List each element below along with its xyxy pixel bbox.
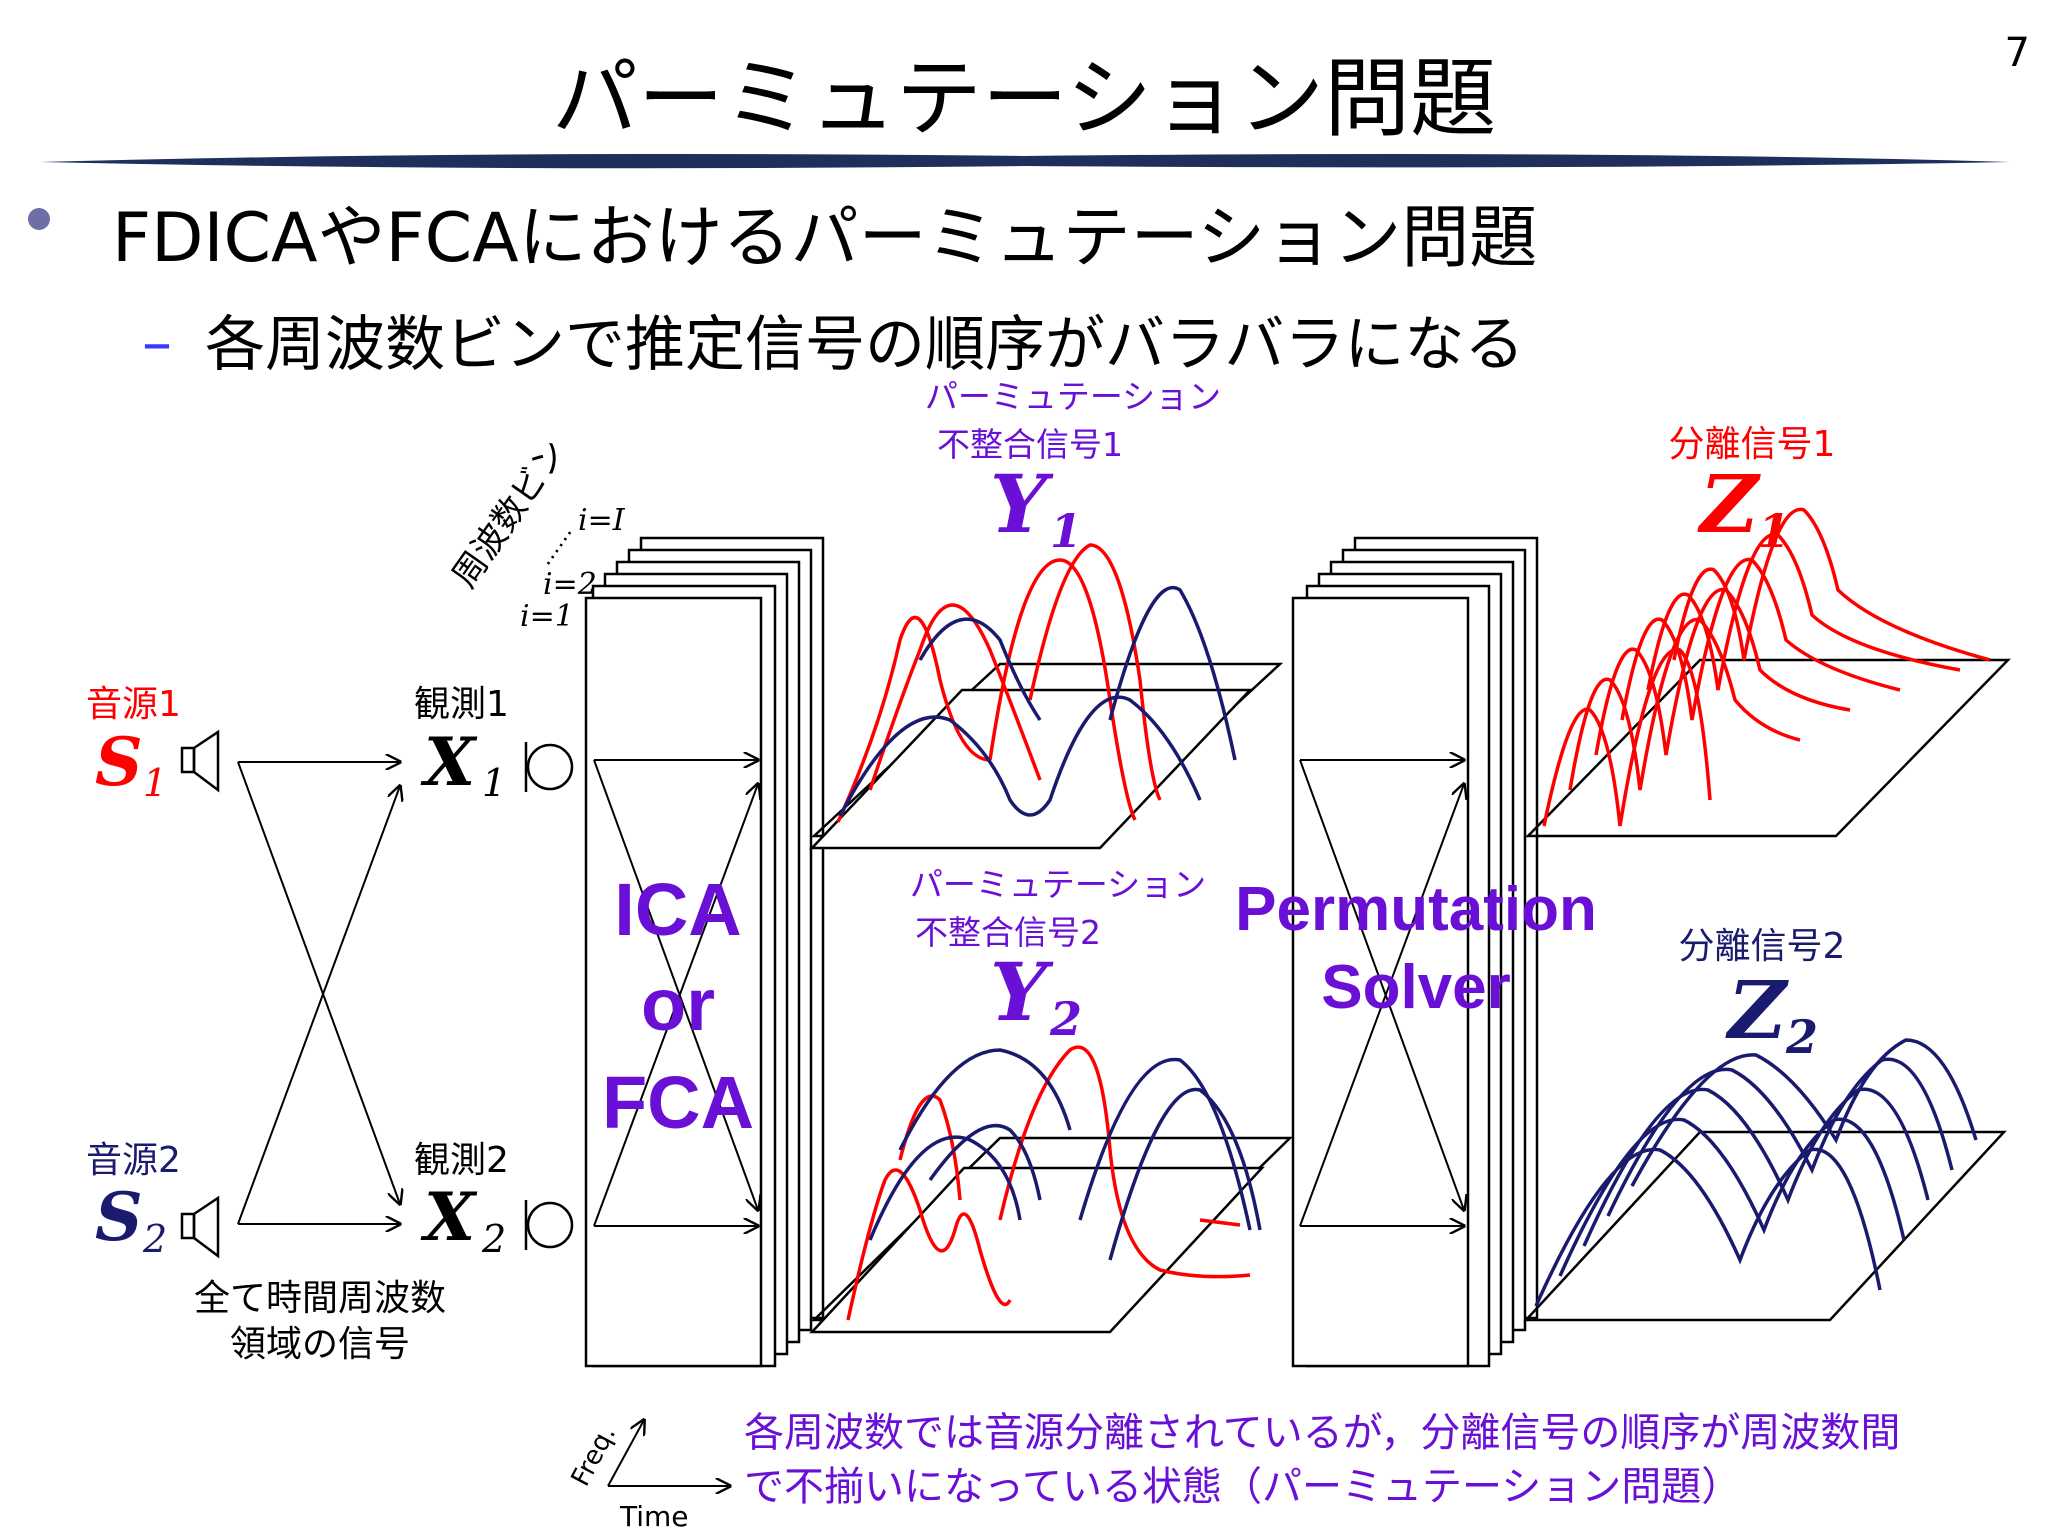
note-line2: で不揃いになっている状態（パーミュテーション問題） bbox=[744, 1464, 1741, 1510]
solver-frame-stack bbox=[1291, 536, 1539, 1368]
solver-arrows bbox=[1299, 760, 1464, 1226]
z2-symbol: Z bbox=[1725, 963, 1789, 1057]
solver-label-line2: Solver bbox=[1321, 953, 1511, 1022]
ica-arrows bbox=[593, 760, 758, 1226]
source2-symbol: S bbox=[95, 1178, 143, 1256]
note-line1: 各周波数では音源分離されているが，分離信号の順序が周波数間 bbox=[744, 1410, 1900, 1456]
obs2-subscript: 2 bbox=[481, 1217, 506, 1261]
y1-plane-stack bbox=[809, 662, 1284, 850]
speaker2-icon bbox=[180, 1195, 220, 1259]
source2-subscript: 2 bbox=[142, 1217, 167, 1261]
y1-caption-line2: 不整合信号1 bbox=[937, 425, 1123, 464]
y2-caption-line1: パーミュテーション bbox=[910, 865, 1206, 904]
y2-symbol: Y bbox=[990, 945, 1054, 1039]
bullet-text: FDICAやFCAにおけるパーミュテーション問題 bbox=[112, 199, 1538, 278]
z2-subscript: 2 bbox=[1785, 1010, 1818, 1064]
mixing-arrows bbox=[237, 762, 400, 1224]
freq-time-axes bbox=[607, 1420, 730, 1486]
source2-label: 音源2 bbox=[86, 1140, 181, 1181]
bin-ellipsis: ⋯⋯ bbox=[536, 523, 582, 573]
z1-symbol: Z bbox=[1697, 457, 1761, 551]
y1-subscript: 1 bbox=[1050, 504, 1082, 558]
source1-label: 音源1 bbox=[86, 684, 181, 725]
y2-waveforms bbox=[846, 1045, 1262, 1321]
obs2-label: 観測2 bbox=[414, 1140, 509, 1181]
z2-caption: 分離信号2 bbox=[1679, 926, 1846, 967]
obs2-symbol: X bbox=[420, 1178, 478, 1256]
page-number: 7 bbox=[2004, 30, 2030, 76]
ica-label-line3: FCA bbox=[602, 1061, 754, 1144]
bullet-dot bbox=[28, 208, 50, 230]
z1-plane bbox=[1525, 658, 2011, 838]
microphone2-icon bbox=[524, 1200, 574, 1250]
axis-freq-label: Freq. bbox=[566, 1421, 623, 1492]
y1-waveforms bbox=[836, 543, 1237, 823]
y2-plane-stack bbox=[809, 1136, 1294, 1334]
tf-note-line2: 領域の信号 bbox=[230, 1324, 410, 1365]
sub-bullet-text: 各周波数ビンで推定信号の順序がバラバラになる bbox=[205, 310, 1525, 380]
y1-caption-line1: パーミュテーション bbox=[925, 377, 1221, 416]
z2-waveforms bbox=[1534, 1038, 1978, 1307]
y2-caption-line2: 不整合信号2 bbox=[915, 913, 1101, 952]
y1-symbol: Y bbox=[990, 457, 1054, 551]
ica-frame-stack bbox=[584, 536, 825, 1368]
bin-i2-label: i=2 bbox=[543, 567, 597, 602]
z1-waveforms bbox=[1542, 507, 1991, 827]
solver-label-line1: Permutation bbox=[1235, 875, 1597, 944]
ica-label-line1: ICA bbox=[614, 868, 741, 951]
tf-note-line1: 全て時間周波数 bbox=[194, 1278, 446, 1319]
speaker1-icon bbox=[180, 729, 220, 793]
y2-subscript: 2 bbox=[1049, 992, 1082, 1046]
z1-subscript: 1 bbox=[1758, 504, 1790, 558]
bin-iI-label: i=I bbox=[578, 503, 626, 538]
ica-label-line2: or bbox=[641, 963, 715, 1046]
source1-subscript: 1 bbox=[143, 761, 167, 805]
microphone1-icon bbox=[524, 742, 574, 792]
obs1-symbol: X bbox=[420, 723, 478, 801]
sub-bullet-dash: – bbox=[142, 308, 172, 378]
z1-caption: 分離信号1 bbox=[1669, 424, 1836, 465]
obs1-subscript: 1 bbox=[482, 761, 506, 805]
bin-i1-label: i=1 bbox=[520, 599, 574, 634]
axis-time-label: Time bbox=[619, 1500, 689, 1533]
source1-symbol: S bbox=[95, 723, 143, 801]
z2-plane bbox=[1523, 1130, 2007, 1322]
slide-title: パーミュテーション問題 bbox=[551, 49, 1497, 149]
obs1-label: 観測1 bbox=[414, 684, 509, 725]
